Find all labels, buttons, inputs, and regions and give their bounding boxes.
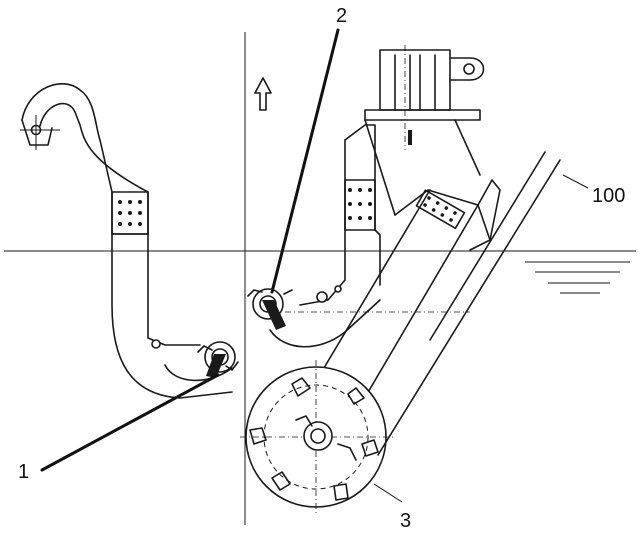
leader-lines xyxy=(40,28,589,503)
left-hook-arm xyxy=(20,83,233,399)
middle-pivot-icon xyxy=(316,291,328,303)
top-bracket xyxy=(364,45,485,216)
label-part-1: 1 xyxy=(18,461,29,483)
leader-line-1 xyxy=(40,373,220,472)
joint-1 xyxy=(197,341,239,378)
rotating-head xyxy=(240,360,395,515)
inclined-reference-line xyxy=(377,151,561,456)
leader-line-2 xyxy=(270,28,340,294)
water-level-symbol xyxy=(525,261,630,294)
small-pivot-icon xyxy=(151,339,161,349)
frame-lines xyxy=(4,32,636,525)
label-part-2: 2 xyxy=(336,5,347,27)
middle-arm xyxy=(269,124,381,348)
label-part-3: 3 xyxy=(400,510,411,532)
joint-2 xyxy=(247,288,293,330)
leader-line-3 xyxy=(373,483,403,503)
up-arrow-icon xyxy=(254,77,272,111)
bracket-pivot-icon xyxy=(463,63,475,75)
leader-line-100 xyxy=(562,174,589,189)
label-100: 100 xyxy=(592,185,625,207)
